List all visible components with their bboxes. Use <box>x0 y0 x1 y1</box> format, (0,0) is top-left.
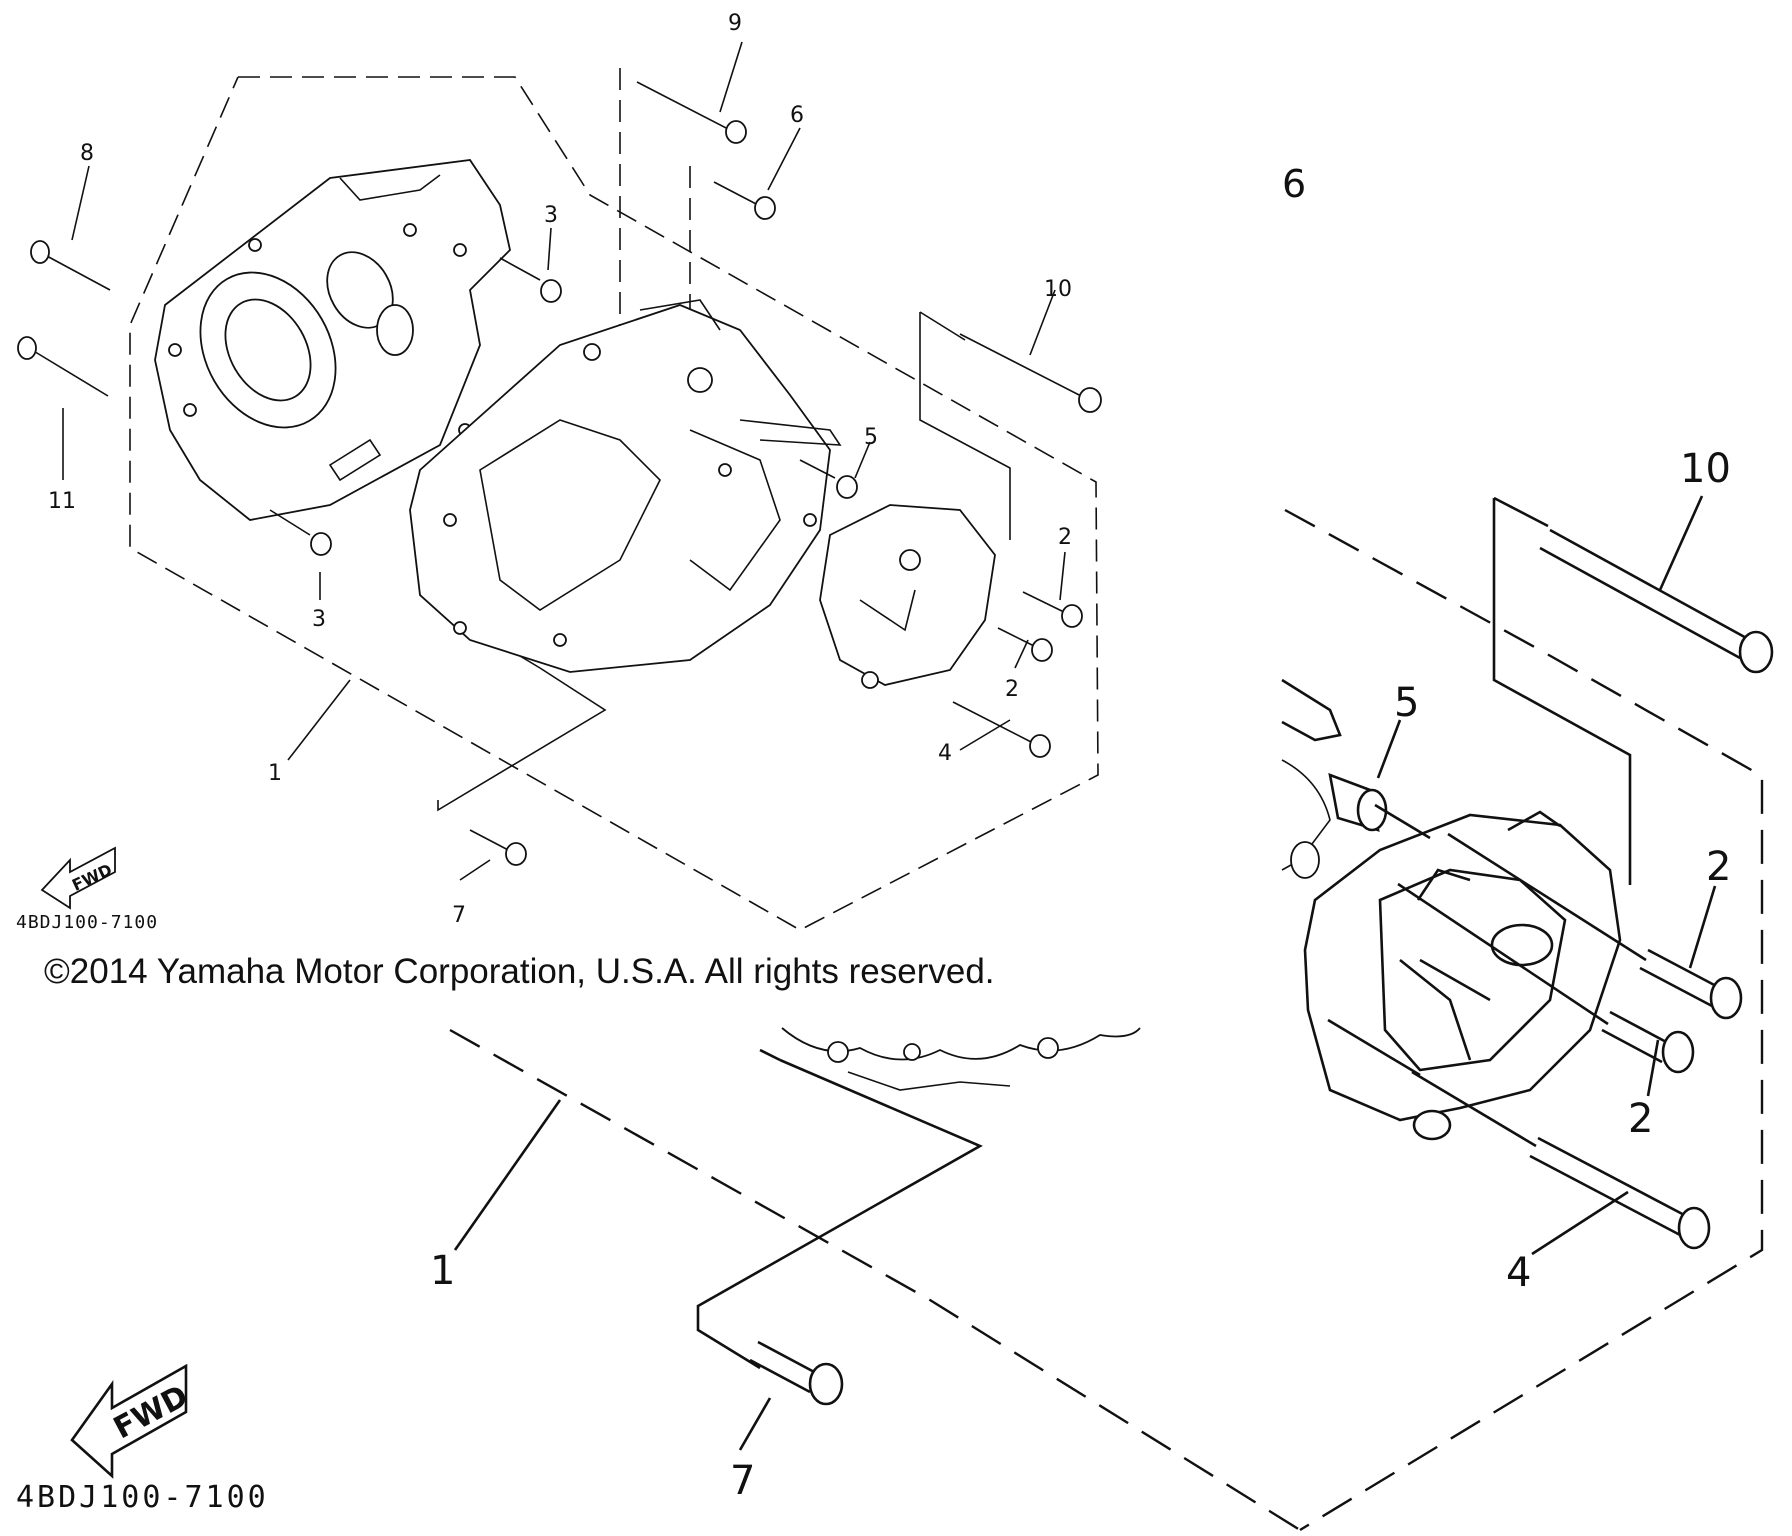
detail-cover <box>1303 810 1622 1141</box>
bolt-4 <box>952 701 1051 758</box>
fwd-arrow-icon: FWD <box>40 846 116 910</box>
detail-bolt-4 <box>1529 1136 1711 1250</box>
detail-callout-1: 1 <box>430 1248 455 1294</box>
detail-bolt-7 <box>749 1340 844 1406</box>
diagram-code-large: 4BDJ100-7100 <box>16 1480 269 1515</box>
callout-7: 7 <box>452 903 466 928</box>
detail-callout-2a: 2 <box>1706 844 1731 890</box>
detail-bolt-10 <box>1539 528 1774 674</box>
bolt-8 <box>30 240 111 291</box>
detail-bolt-2b <box>1601 1010 1695 1074</box>
detail-callout-6: 6 <box>1282 162 1306 206</box>
callout-10: 10 <box>1044 277 1072 302</box>
detail-outline <box>1284 508 1764 1532</box>
bolt-2b <box>997 627 1053 662</box>
callout-1: 1 <box>268 761 282 786</box>
dowel-3a <box>499 257 562 303</box>
detail-callout-7: 7 <box>730 1458 755 1504</box>
crankcase-left <box>154 159 511 521</box>
bolt-10 <box>959 333 1102 413</box>
assembly-outline <box>129 76 1099 931</box>
callout-2a: 2 <box>1058 525 1072 550</box>
callout-6: 6 <box>790 103 804 128</box>
bolt-7 <box>469 829 527 866</box>
callout-3b: 3 <box>312 607 326 632</box>
bolt-11 <box>17 336 109 397</box>
detail-callout-10: 10 <box>1680 446 1731 492</box>
fwd-arrow-large-icon: FWD <box>70 1363 194 1479</box>
detail-diagram: 6 10 5 2 2 4 1 7 FWD <box>70 162 1774 1532</box>
small-cover-overview <box>819 504 996 689</box>
callout-4: 4 <box>938 741 952 766</box>
callout-8: 8 <box>80 141 94 166</box>
callout-5: 5 <box>864 425 878 450</box>
detail-bolt-2a <box>1639 948 1743 1020</box>
overview-diagram: 9 6 8 3 10 5 2 2 3 4 1 7 11 FWD <box>17 11 1102 931</box>
callout-9: 9 <box>728 11 742 36</box>
diagram-code-small: 4BDJ100-7100 <box>16 912 159 933</box>
callout-2b: 2 <box>1005 677 1019 702</box>
bolt-6 <box>713 181 776 220</box>
copyright-notice: ©2014 Yamaha Motor Corporation, U.S.A. A… <box>44 952 995 991</box>
crankcase-right <box>409 299 842 673</box>
dowel-5 <box>799 459 858 499</box>
detail-dowel-5 <box>1328 772 1388 832</box>
callout-3a: 3 <box>544 203 558 228</box>
detail-callout-5: 5 <box>1394 680 1419 726</box>
detail-callout-4: 4 <box>1506 1250 1531 1296</box>
bolt-9 <box>636 81 747 144</box>
callout-11: 11 <box>48 489 76 514</box>
bolt-2a <box>1022 591 1083 628</box>
dowel-3b <box>269 509 332 556</box>
detail-callout-2b: 2 <box>1628 1096 1653 1142</box>
